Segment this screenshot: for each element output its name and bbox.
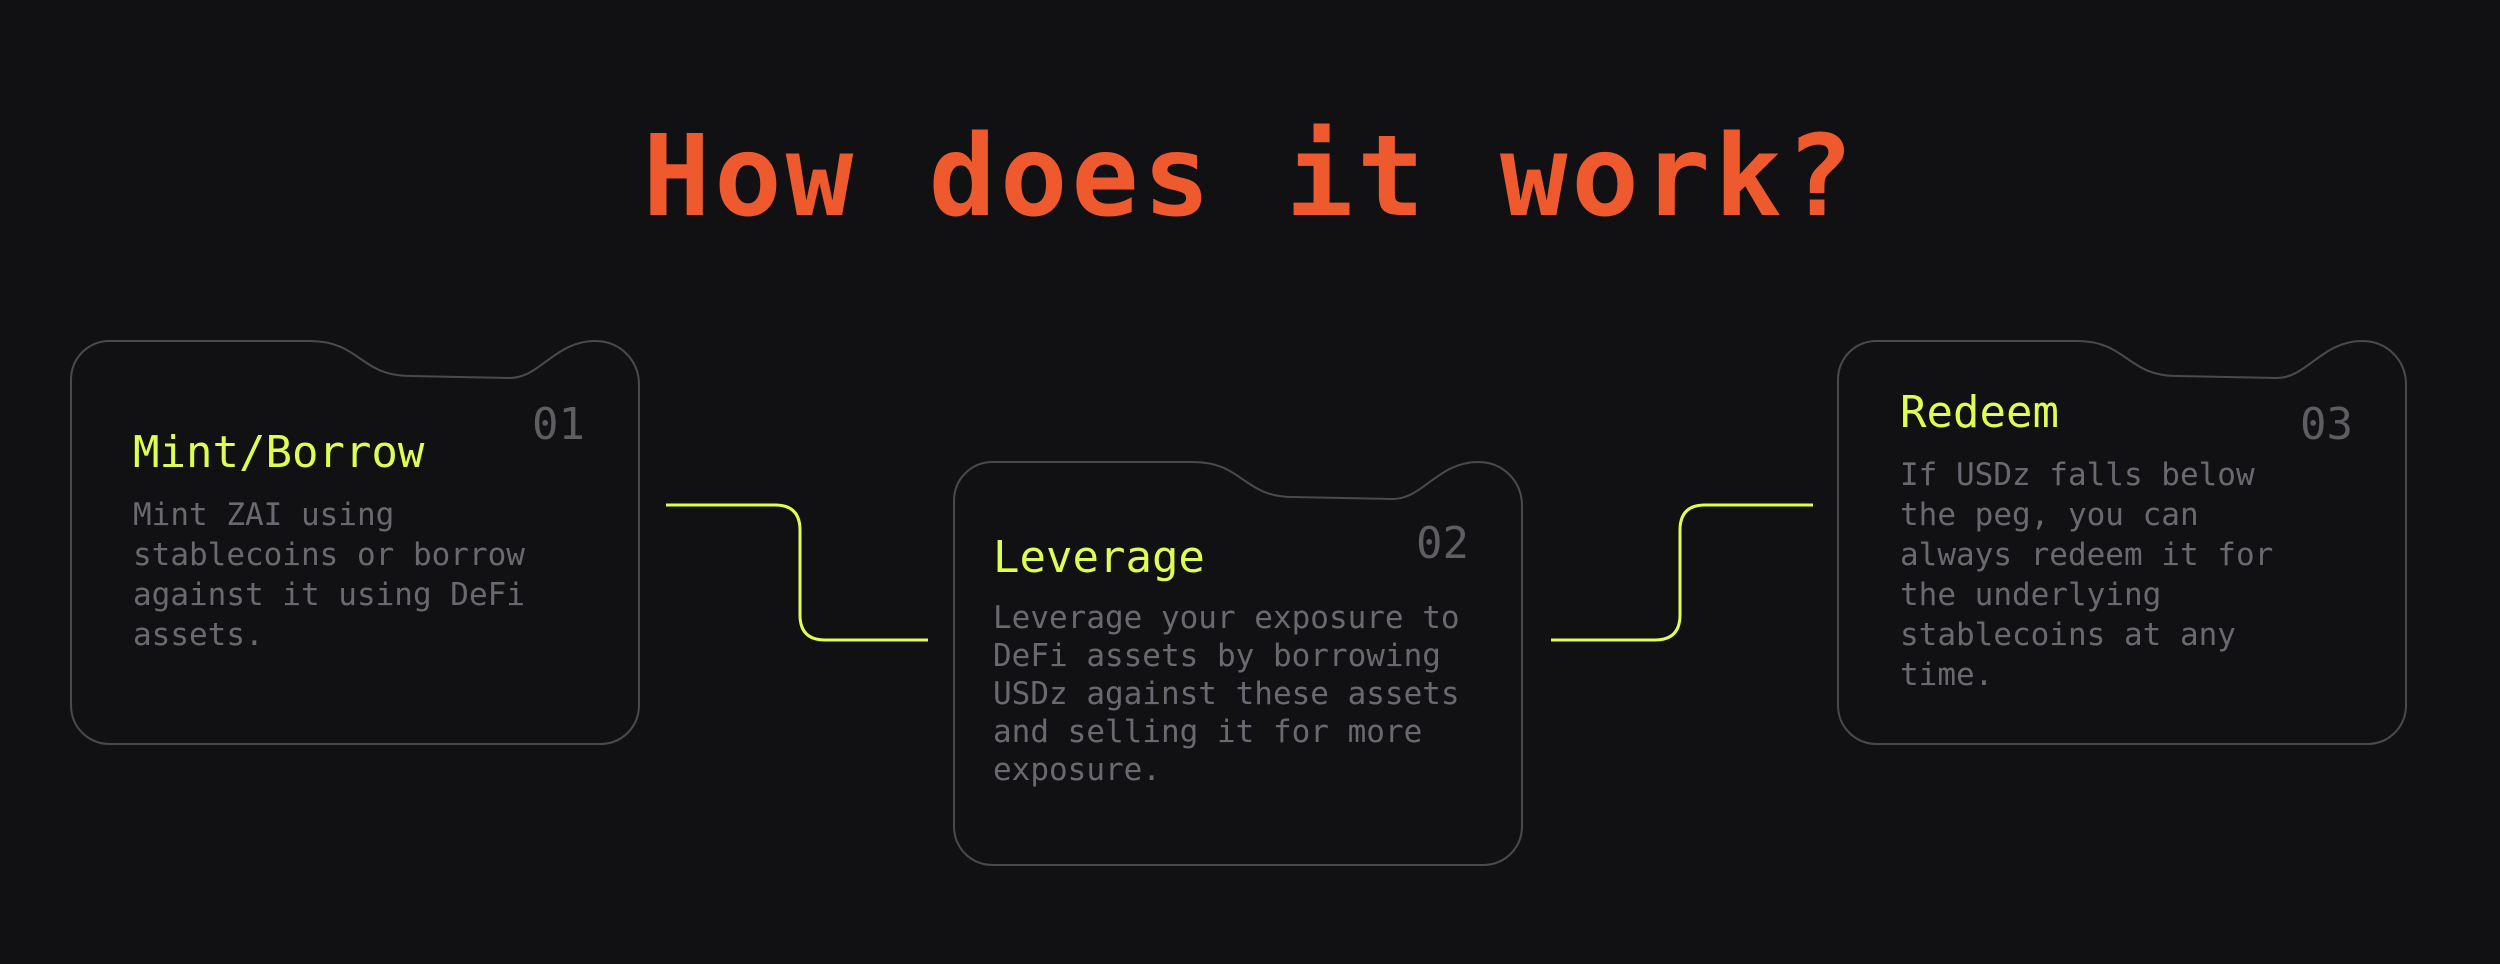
step-description: Leverage your exposure to DeFi assets by…: [993, 600, 1460, 788]
step-card-redeem: 03 Redeem If USDz falls below the peg, y…: [1837, 340, 2407, 745]
step-title: Mint/Borrow: [133, 427, 425, 478]
step-number: 03: [2300, 399, 2353, 450]
step-number: 01: [532, 399, 585, 450]
card-frame: [953, 461, 1523, 866]
step-title: Redeem: [1900, 387, 2059, 438]
step-number: 02: [1416, 518, 1469, 569]
step-description: If USDz falls below the peg, you can alw…: [1900, 457, 2274, 693]
card-frame: [70, 340, 640, 745]
card-frame: [1837, 340, 2407, 745]
connector-line-1-2: [666, 503, 928, 642]
step-description: Mint ZAI using stablecoins or borrow aga…: [133, 497, 525, 653]
step-title: Leverage: [993, 532, 1205, 583]
step-card-mint-borrow: 01 Mint/Borrow Mint ZAI using stablecoin…: [70, 340, 640, 745]
step-card-leverage: 02 Leverage Leverage your exposure to De…: [953, 461, 1523, 866]
section-heading: How does it work?: [642, 112, 1858, 242]
connector-line-2-3: [1551, 503, 1813, 642]
